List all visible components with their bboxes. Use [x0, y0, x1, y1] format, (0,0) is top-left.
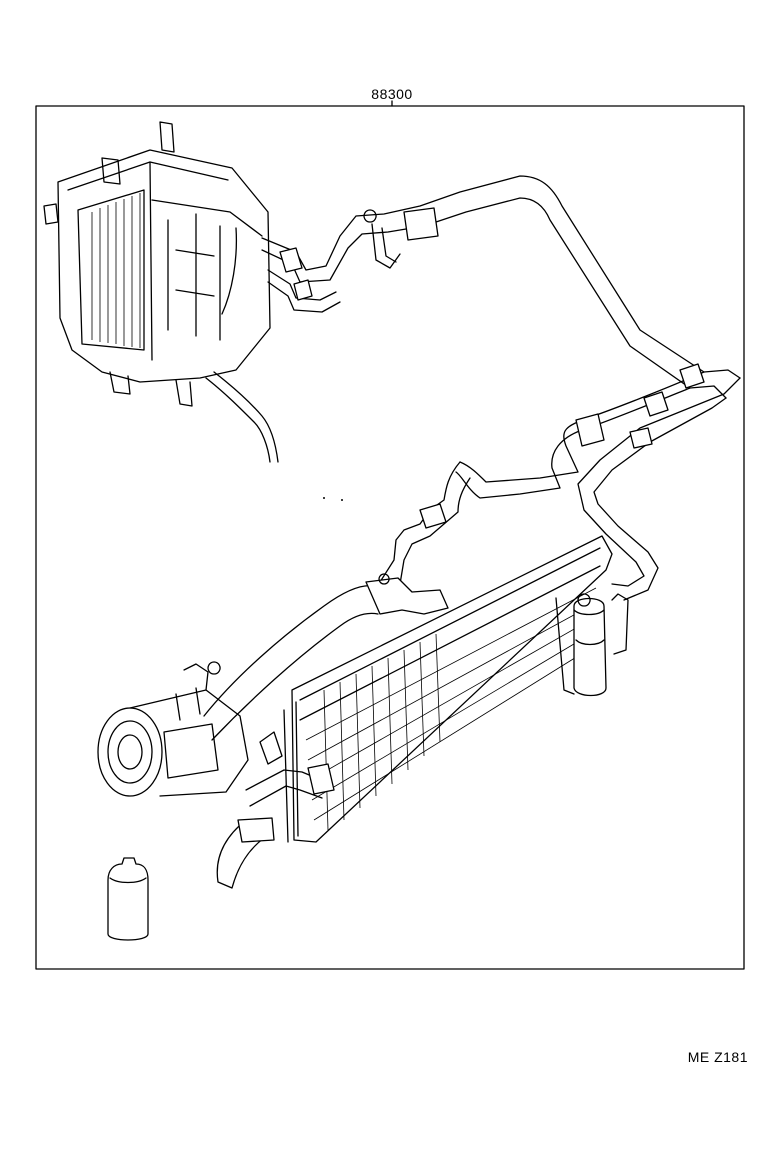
suction-hose: [216, 731, 335, 889]
compressor-oil-bottle: [107, 857, 149, 941]
part-number-label: 88300: [371, 86, 413, 102]
discharge-hose: [203, 573, 449, 741]
receiver-drier: [573, 593, 629, 697]
evaporator-unit: [43, 121, 279, 463]
condenser: [283, 535, 613, 843]
reference-code: ME Z181: [687, 1049, 748, 1065]
assembly-frame: [35, 105, 745, 970]
refrigerant-lines-lower: [379, 363, 741, 601]
refrigerant-lines-upper: [261, 175, 741, 399]
compressor: [97, 661, 249, 797]
